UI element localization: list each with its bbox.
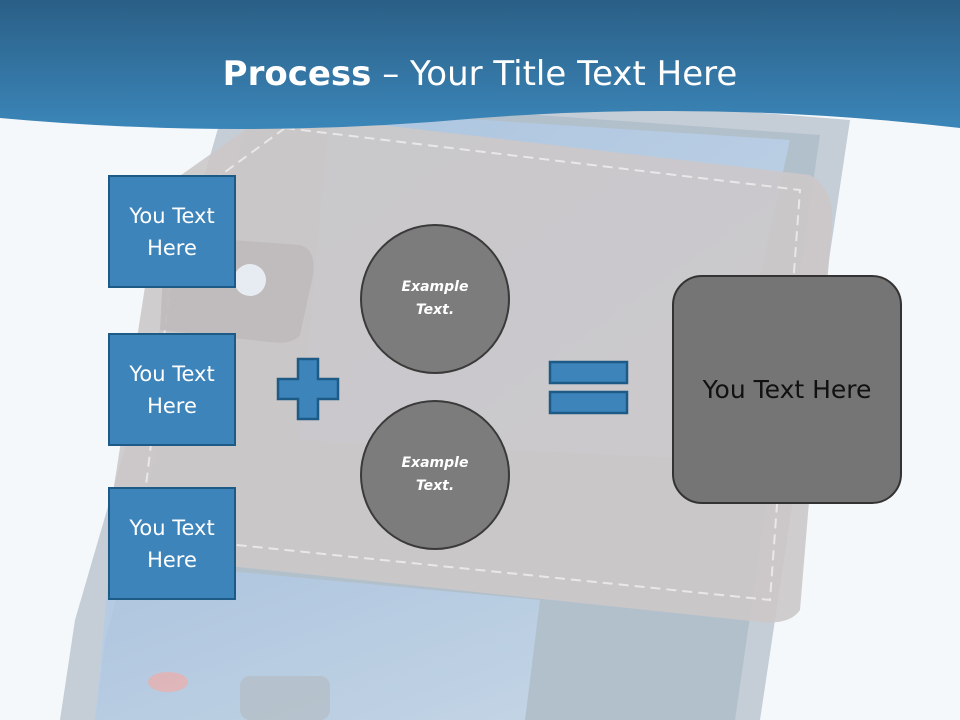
title-bold: Process <box>222 54 372 94</box>
example-circle-1: Example Text. <box>360 224 510 374</box>
circle-label: Example Text. <box>401 279 469 318</box>
plus-icon <box>276 357 340 421</box>
left-box-label: You Text Here <box>129 361 215 418</box>
left-box-1: You Text Here <box>108 175 236 288</box>
slide-title: Process – Your Title Text Here <box>0 50 960 98</box>
result-box: You Text Here <box>672 275 902 504</box>
left-box-2: You Text Here <box>108 333 236 446</box>
circle-label: Example Text. <box>401 455 469 494</box>
left-box-label: You Text Here <box>129 203 215 260</box>
equals-icon <box>548 360 629 415</box>
left-box-label: You Text Here <box>129 515 215 572</box>
title-separator: – <box>371 54 411 94</box>
title-rest: Your Title Text Here <box>410 54 738 94</box>
result-label: You Text Here <box>702 374 872 404</box>
example-circle-2: Example Text. <box>360 400 510 550</box>
left-box-3: You Text Here <box>108 487 236 600</box>
